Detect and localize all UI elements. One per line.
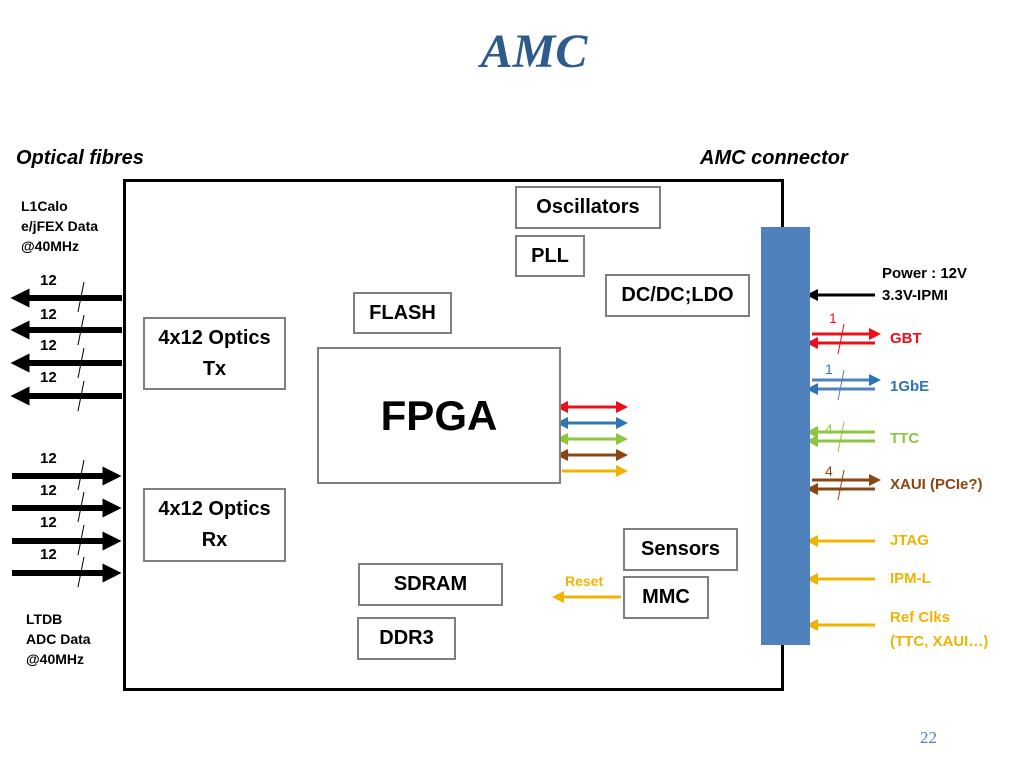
dcdc-ldo-box: DC/DC;LDO xyxy=(605,274,750,317)
gbt-label: GBT xyxy=(890,330,922,347)
page-number: 22 xyxy=(920,728,937,747)
tx-fibre-arrows xyxy=(10,288,122,406)
ttc-lane-count: 4 xyxy=(825,421,833,437)
sensors-box: Sensors xyxy=(623,528,738,571)
optics-rx-box: 4x12 Optics Rx xyxy=(143,488,286,562)
rx-count-1: 12 xyxy=(40,450,57,467)
oscillators-box: Oscillators xyxy=(515,186,661,229)
tx-count-4: 12 xyxy=(40,369,57,386)
rx-fibre-arrows xyxy=(12,466,122,583)
fpga-box: FPGA xyxy=(317,347,561,484)
optical-fibres-heading: Optical fibres xyxy=(16,147,144,169)
gbe-lane-count: 1 xyxy=(825,361,833,377)
xaui-lane-count: 4 xyxy=(825,463,833,479)
tx-count-3: 12 xyxy=(40,337,57,354)
slide-title: AMC xyxy=(480,25,588,78)
gbe-arrows xyxy=(806,369,881,401)
l1calo-note: L1Calo e/jFEX Data @40MHz xyxy=(21,198,99,254)
ipml-label: IPM-L xyxy=(890,570,931,587)
flash-box: FLASH xyxy=(353,292,452,334)
pll-box: PLL xyxy=(515,235,585,277)
power-label: Power : 12V 3.3V-IPMI xyxy=(882,265,968,304)
rx-count-3: 12 xyxy=(40,514,57,531)
ttc-label: TTC xyxy=(890,430,920,447)
gbe-label: 1GbE xyxy=(890,378,930,395)
ltdb-note: LTDB ADC Data @40MHz xyxy=(26,611,91,667)
jtag-label: JTAG xyxy=(890,532,929,549)
amc-connector-heading: AMC connector xyxy=(700,147,848,169)
ddr3-box: DDR3 xyxy=(357,617,456,660)
tx-count-1: 12 xyxy=(40,272,57,289)
gbt-lane-count: 1 xyxy=(829,310,837,326)
fpga-bus-arrows xyxy=(556,401,628,477)
optics-tx-box: 4x12 Optics Tx xyxy=(143,317,286,390)
reset-label: Reset xyxy=(565,573,604,589)
xaui-label: XAUI (PCIe?) xyxy=(890,476,983,493)
xaui-arrows xyxy=(806,469,881,501)
rx-count-4: 12 xyxy=(40,546,57,563)
tx-count-2: 12 xyxy=(40,306,57,323)
refclks-label: Ref Clks (TTC, XAUI…) xyxy=(890,609,989,650)
mmc-box: MMC xyxy=(623,576,709,619)
gbt-arrows xyxy=(806,323,881,355)
sdram-box: SDRAM xyxy=(358,563,503,606)
amc-connector-bar xyxy=(761,227,810,645)
rx-count-2: 12 xyxy=(40,482,57,499)
ttc-arrows xyxy=(806,421,875,453)
fibre-slash-marks xyxy=(77,281,85,588)
